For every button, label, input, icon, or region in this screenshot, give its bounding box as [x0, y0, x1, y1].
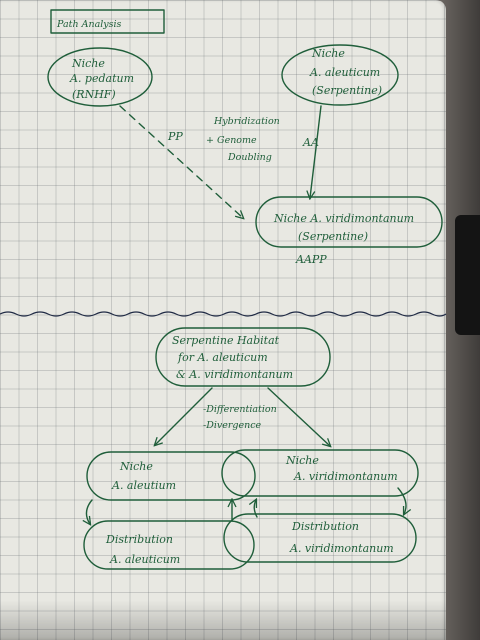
label-aa: AA [302, 136, 319, 149]
node-dist-aleuticum: Distribution A. aleuticum [83, 520, 255, 570]
arrow-dist-to-niche-right [254, 500, 258, 518]
title-box: Path Analysis [50, 9, 165, 34]
niche-aleuticum-line1: Niche [119, 460, 153, 473]
dist-aleuticum-line1: Distribution [105, 533, 173, 546]
niche-viridimontanum-line1: Niche [285, 454, 319, 467]
node-pedatum: Niche A. pedatum (RNHF) [47, 47, 153, 107]
process-line1: -Differentiation [203, 404, 277, 415]
notebook-page [0, 0, 446, 640]
node-niche-aleuticum: Niche A. aleutium [86, 451, 256, 501]
section-divider [0, 311, 447, 317]
label-pp: PP [167, 130, 183, 143]
page-shadow [0, 600, 446, 640]
niche-aleuticum-line2: A. aleutium [111, 479, 176, 492]
node-pedatum-line3: (RNHF) [72, 88, 116, 101]
arrow-habitat-to-niche-aleuticum [155, 387, 213, 445]
node-habitat: Serpentine Habitat for A. aleuticum & A.… [155, 327, 331, 387]
node-aleuticum-line3: (Serpentine) [312, 84, 382, 97]
label-process-line1: Hybridization [213, 116, 280, 127]
node-pedatum-line1: Niche [71, 57, 105, 70]
node-viridimontanum: Niche A. viridimontanum (Serpentine) [255, 196, 443, 248]
node-aleuticum-line2: A. aleuticum [309, 66, 380, 79]
node-dist-viridimontanum: Distribution A. viridimontanum [223, 513, 417, 563]
node-aleuticum-line1: Niche [311, 47, 345, 60]
node-pedatum-line2: A. pedatum [69, 72, 134, 85]
dist-viridimontanum-line1: Distribution [291, 520, 359, 533]
notebook-strap [455, 215, 480, 335]
niche-viridimontanum-line2: A. viridimontanum [293, 470, 398, 483]
node-aleuticum: Niche A. aleuticum (Serpentine) [281, 44, 399, 106]
node-viridimontanum-line2: (Serpentine) [298, 230, 368, 243]
arrow-niche-to-dist-viridimontanum [397, 487, 406, 514]
process-line2: -Divergence [203, 420, 262, 431]
dist-aleuticum-line2: A. aleuticum [109, 553, 180, 566]
node-viridimontanum-line1: Niche A. viridimontanum [273, 212, 414, 225]
title-text: Path Analysis [56, 19, 122, 30]
habitat-line2: for A. aleuticum [177, 351, 268, 364]
dist-viridimontanum-line2: A. viridimontanum [289, 542, 394, 555]
habitat-line3: & A. viridimontanum [176, 368, 293, 381]
label-process-line3: Doubling [227, 152, 272, 163]
label-process-line2: + Genome [206, 135, 257, 146]
habitat-line1: Serpentine Habitat [172, 334, 280, 347]
arrow-habitat-to-niche-viridimontanum [267, 387, 330, 446]
node-niche-viridimontanum: Niche A. viridimontanum [221, 449, 419, 497]
arrow-pedatum-to-viridimontanum [119, 105, 243, 218]
arrow-niche-to-dist-aleuticum [86, 499, 93, 524]
label-aapp: AAPP [295, 253, 327, 266]
arrow-aleuticum-to-viridimontanum [310, 105, 322, 198]
